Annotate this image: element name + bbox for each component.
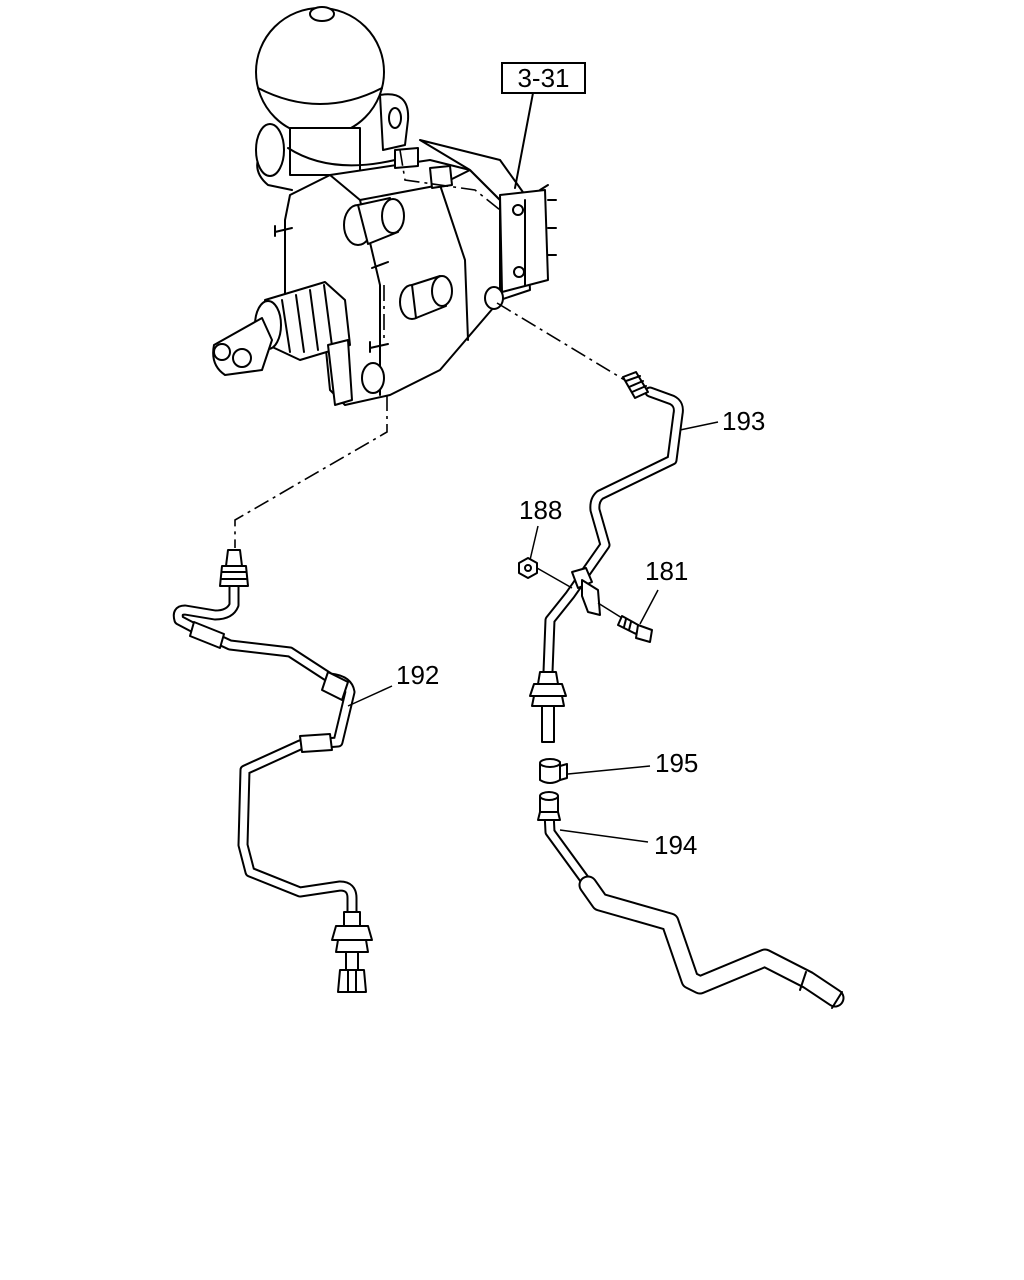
nut-188 bbox=[518, 557, 573, 589]
reference-box-label: 3-31 bbox=[517, 63, 569, 93]
bolt-181 bbox=[597, 602, 653, 643]
connection-line-192 bbox=[234, 395, 388, 548]
hose-194 bbox=[537, 791, 845, 1009]
bracket-clip bbox=[581, 579, 601, 616]
reference-box: 3-31 bbox=[501, 62, 586, 189]
hydraulic-unit-assembly bbox=[212, 6, 557, 406]
brake-pipe-192 bbox=[172, 549, 373, 993]
callout-193: 193 bbox=[722, 406, 765, 436]
connection-line-193 bbox=[496, 302, 629, 383]
callout-188: 188 bbox=[519, 495, 562, 525]
callout-181: 181 bbox=[645, 556, 688, 586]
brake-pipe-193 bbox=[529, 371, 684, 743]
cap-195 bbox=[539, 758, 568, 784]
callout-192: 192 bbox=[396, 660, 439, 690]
callout-195: 195 bbox=[655, 748, 698, 778]
callout-194: 194 bbox=[654, 830, 697, 860]
leader-lines bbox=[347, 421, 719, 843]
